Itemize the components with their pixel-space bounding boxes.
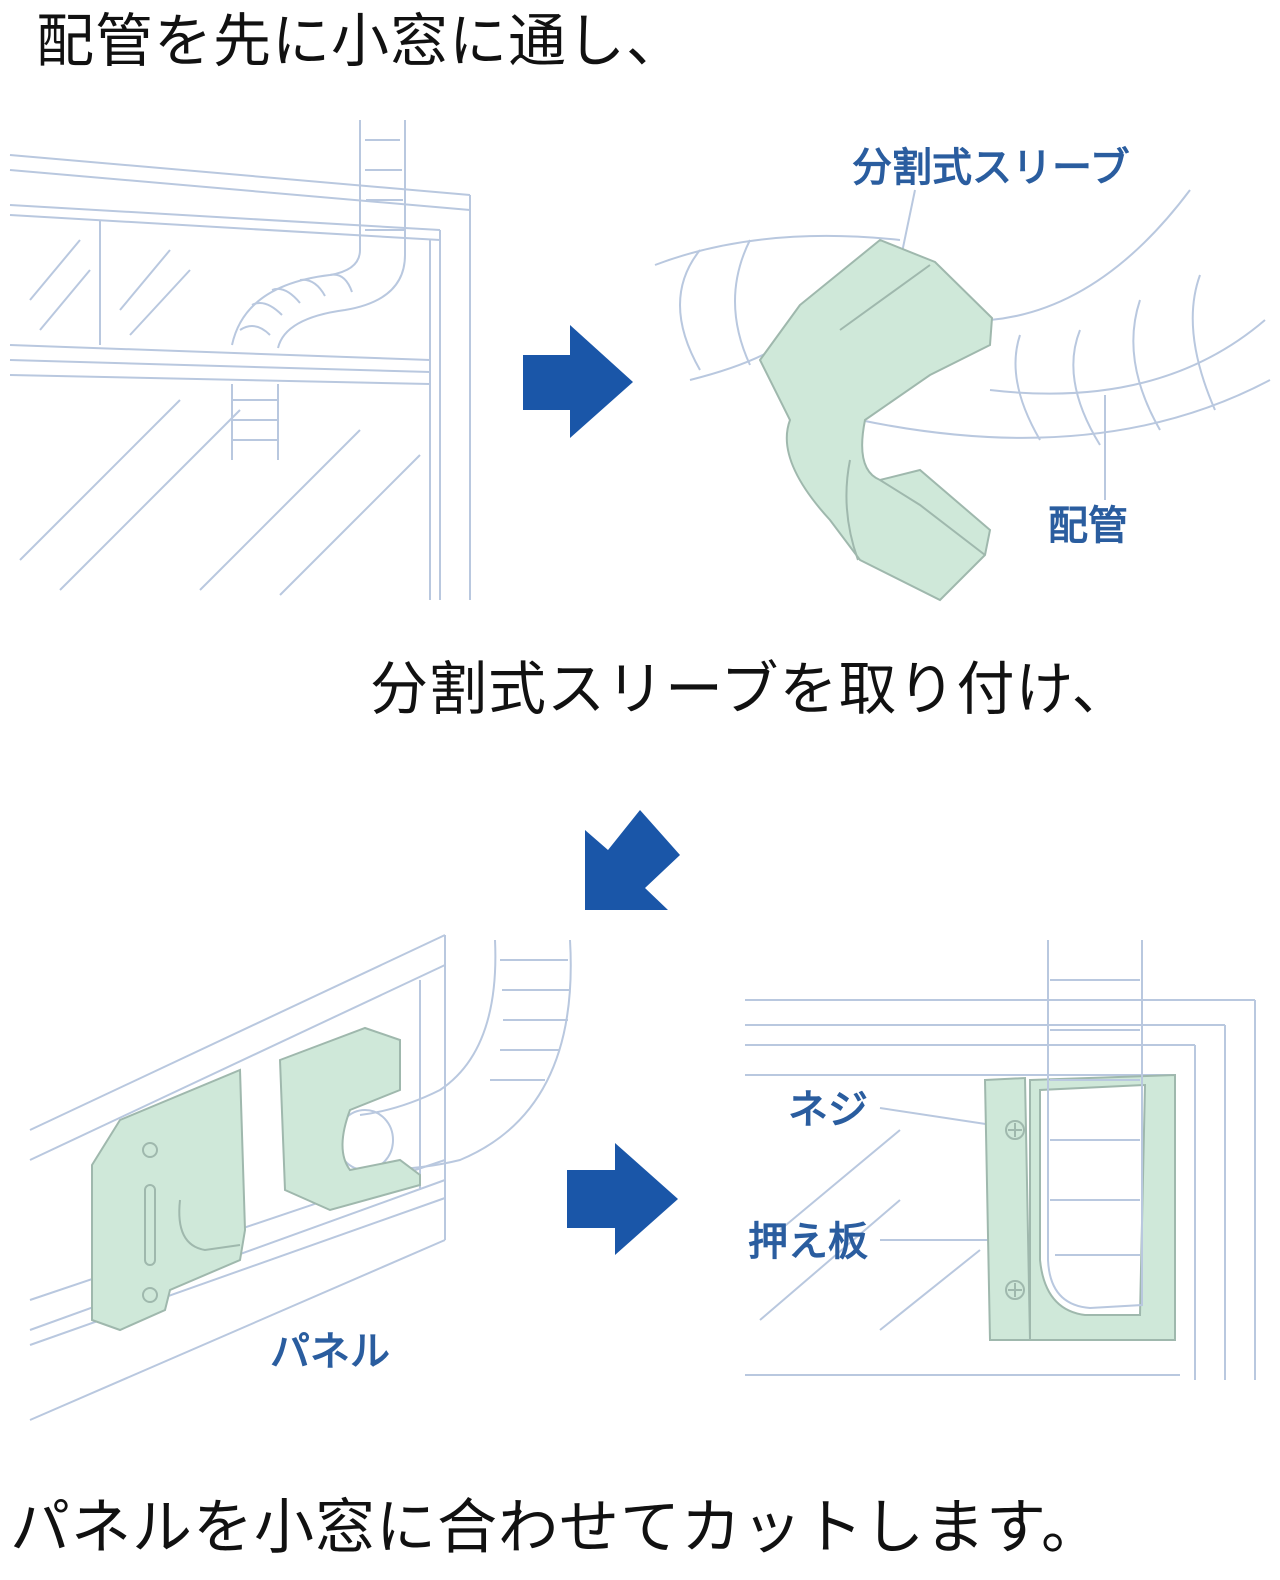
pipe-label: 配管 [1048,503,1128,549]
window-illustration [9,120,471,600]
arrow-down-left-icon [585,810,680,910]
split-sleeve-label: 分割式スリーブ [852,145,1130,191]
vertical-pipe-lines [1047,940,1143,1310]
step1-text: 配管を先に小窓に通し、 [36,7,686,75]
step3-text: パネルを小窓に合わせてカットします。 [10,1493,1102,1563]
panel-plate-shape [91,1026,421,1332]
split-sleeve-shape [758,238,994,602]
pressure-plate-label: 押え板 [748,1219,868,1265]
step2-text: 分割式スリーブを取り付け、 [370,655,1131,723]
arrow-right-icon [567,1143,678,1255]
panel-label: パネル [270,1329,390,1375]
finished-panel-illustration [745,999,1256,1380]
pressure-plate-shape [983,1073,1176,1341]
screw-label: ネジ [788,1087,868,1133]
arrow-right-icon [523,325,633,438]
